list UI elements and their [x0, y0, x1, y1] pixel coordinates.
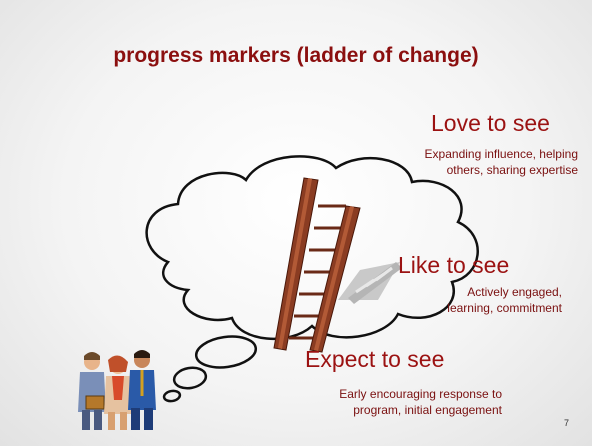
like-to-see-heading: Like to see [398, 252, 510, 278]
love-to-see-heading: Love to see [431, 110, 550, 136]
ladder-shadow-illustration [338, 262, 402, 304]
love-to-see-line: others, sharing expertise [446, 163, 578, 177]
love-to-see-description: Expanding influence, helping others, sha… [425, 146, 578, 178]
expect-to-see-description: Early encouraging response to program, i… [339, 386, 502, 418]
expect-to-see-heading: Expect to see [305, 346, 445, 372]
like-to-see-line: learning, commitment [447, 301, 562, 315]
expect-to-see-line: Early encouraging response to [339, 387, 502, 401]
page-number: 7 [564, 418, 570, 428]
like-to-see-description: Actively engaged, learning, commitment [447, 284, 562, 316]
like-to-see-line: Actively engaged, [467, 285, 562, 299]
love-to-see-line: Expanding influence, helping [424, 147, 578, 161]
expect-to-see-line: program, initial engagement [353, 403, 502, 417]
thought-cloud-illustration [145, 155, 479, 403]
slide-title: progress markers (ladder of change) [113, 44, 479, 67]
business-people-clipart [78, 350, 156, 430]
ladder-illustration [273, 177, 361, 353]
